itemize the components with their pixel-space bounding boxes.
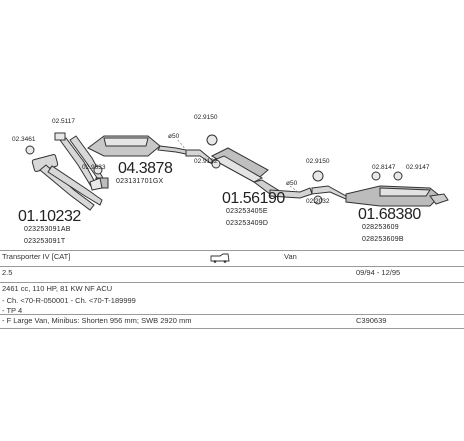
part-2-code: 023131701GX (116, 178, 164, 185)
exhaust-drawing (25, 132, 449, 211)
reference-code: C390639 (356, 316, 387, 325)
exhaust-diagram: 02.3461 02.5117 02.9633 ø50 02.9150 02.9… (12, 114, 449, 245)
divider (0, 282, 464, 283)
chassis-range: - Ch. <70-R-050001 - Ch. <70-T-189999 (2, 296, 136, 305)
variant-description: - F Large Van, Minibus: Shorten 956 mm; … (2, 316, 192, 325)
divider (0, 250, 464, 251)
middle-silencer-part (185, 134, 313, 199)
part-3-code-2: 023253409D (226, 220, 269, 227)
part-1-code-1: 023253091AB (24, 226, 71, 233)
catalytic-converter-part (87, 135, 187, 157)
engine-size: 2.5 (2, 268, 13, 277)
part-4-code-1: 028253609 (362, 224, 399, 231)
part-number-2: 04.3878 (118, 160, 173, 177)
divider (0, 328, 464, 329)
label-clamp-b: 02.5117 (52, 118, 76, 125)
production-dates: 09/94 - 12/95 (356, 268, 401, 277)
info-row-variant: - F Large Van, Minibus: Shorten 956 mm; … (0, 316, 464, 328)
part-number-1: 01.10232 (18, 208, 81, 225)
rear-silencer-part (311, 170, 449, 207)
label-diameter-a: ø50 (168, 133, 180, 140)
info-row-model: Transporter IV [CAT] Van (0, 252, 464, 266)
van-icon (210, 253, 230, 265)
label-clamp-g: 02.9150 (306, 158, 330, 165)
label-diameter-b: ø50 (286, 180, 298, 187)
label-clamp-j: 02.8147 (372, 164, 396, 171)
label-clamp-i: 02.2032 (306, 198, 330, 205)
info-row-engine-detail: 2461 cc, 110 HP, 81 KW NF ACU (0, 284, 464, 296)
label-clamp-k: 02.9147 (406, 164, 430, 171)
part-1-code-2: 023253091T (24, 238, 66, 245)
info-row-chassis: - Ch. <70-R-050001 - Ch. <70-T-189999 (0, 296, 464, 308)
info-row-engine: 2.5 09/94 - 12/95 (0, 268, 464, 282)
engine-detail: 2461 cc, 110 HP, 81 KW NF ACU (2, 284, 113, 293)
label-clamp-c: 02.9633 (82, 164, 106, 171)
label-clamp-f: 02.9132 (194, 158, 218, 165)
fuel-type: - TP 4 (2, 306, 23, 315)
part-4-code-2: 028253609B (362, 236, 404, 243)
part-number-4: 01.68380 (358, 206, 421, 223)
label-clamp-a: 02.3461 (12, 136, 36, 143)
part-3-code-1: 023253405E (226, 208, 268, 215)
info-row-fuel: - TP 4 (0, 306, 464, 318)
divider (0, 266, 464, 267)
label-clamp-e: 02.9150 (194, 114, 218, 121)
divider (0, 314, 464, 315)
part-number-3: 01.56190 (222, 190, 285, 207)
body-type: Van (284, 252, 297, 261)
vehicle-model: Transporter IV [CAT] (2, 252, 71, 261)
bracket-a (25, 132, 103, 191)
